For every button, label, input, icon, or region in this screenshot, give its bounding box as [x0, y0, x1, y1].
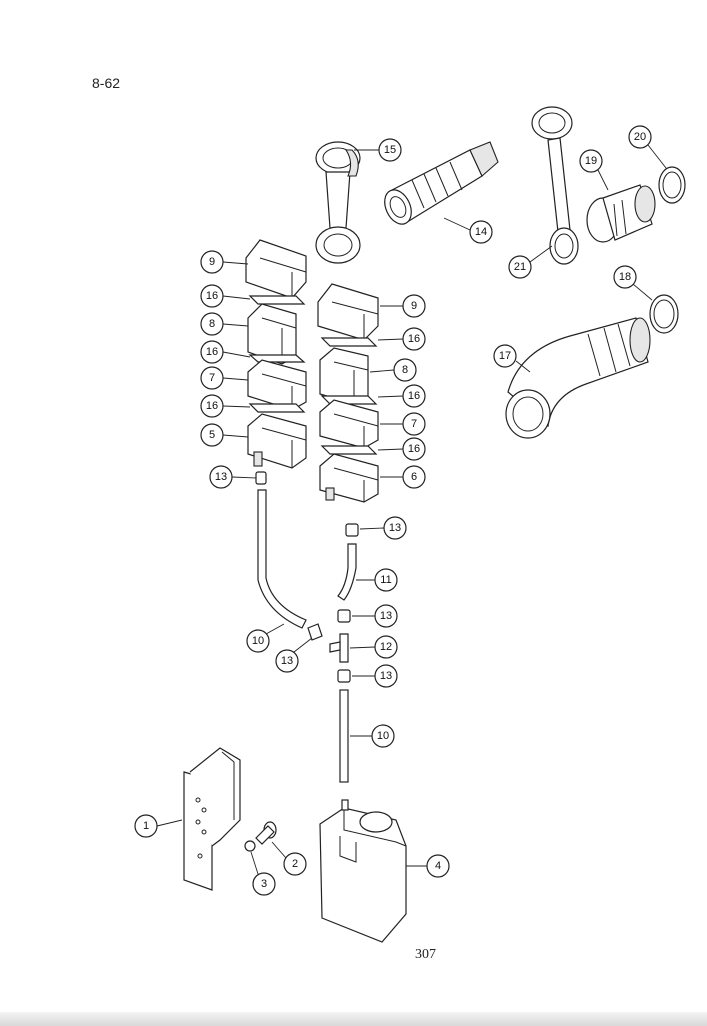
callout-16-e: 16 — [377, 384, 426, 408]
callout-16-f: 16 — [377, 437, 426, 461]
callout-1: 1 — [134, 814, 183, 838]
right-valve-stack — [317, 283, 379, 503]
svg-text:9: 9 — [411, 300, 417, 312]
part-hose-fitting-17 — [505, 317, 651, 439]
part-dust-cap-15 — [315, 141, 361, 264]
svg-text:1: 1 — [143, 820, 149, 832]
part-tube-10-left — [255, 471, 323, 641]
callout-4: 4 — [406, 854, 450, 878]
callout-8-right: 8 — [369, 358, 417, 382]
svg-text:5: 5 — [209, 429, 215, 441]
svg-text:16: 16 — [408, 390, 420, 402]
part-tank-4 — [319, 799, 407, 943]
svg-text:16: 16 — [408, 443, 420, 455]
svg-text:17: 17 — [499, 350, 511, 362]
callout-16-b: 16 — [200, 340, 251, 364]
svg-text:16: 16 — [206, 400, 218, 412]
callout-19: 19 — [579, 149, 609, 191]
callout-13-b: 13 — [359, 516, 407, 540]
svg-text:3: 3 — [261, 878, 267, 890]
callout-16-a: 16 — [200, 284, 251, 308]
svg-text:14: 14 — [475, 226, 487, 238]
callout-7-left: 7 — [200, 366, 249, 390]
callout-9-left: 9 — [200, 250, 249, 274]
callout-10-right: 10 — [350, 724, 395, 748]
part-bolt-2 — [255, 821, 277, 845]
callout-14: 14 — [443, 217, 493, 244]
svg-text:16: 16 — [206, 290, 218, 302]
svg-text:13: 13 — [380, 670, 392, 682]
svg-text:16: 16 — [408, 333, 420, 345]
svg-text:13: 13 — [215, 471, 227, 483]
callout-12: 12 — [349, 635, 398, 659]
part-coupler-14 — [384, 141, 499, 225]
svg-text:10: 10 — [252, 635, 264, 647]
callout-3: 3 — [250, 851, 276, 896]
svg-text:2: 2 — [292, 858, 298, 870]
left-valve-stack — [245, 239, 307, 469]
page-number: 307 — [415, 947, 436, 962]
svg-text:7: 7 — [209, 372, 215, 384]
callout-21: 21 — [508, 245, 553, 279]
svg-text:15: 15 — [384, 144, 396, 156]
svg-text:21: 21 — [514, 261, 526, 273]
callout-13-a: 13 — [209, 465, 257, 489]
part-cap-strap-21 — [531, 106, 579, 265]
callout-7-right: 7 — [380, 412, 426, 436]
svg-text:9: 9 — [209, 256, 215, 268]
callout-5: 5 — [200, 423, 249, 447]
callout-9-right: 9 — [380, 294, 426, 318]
callout-20: 20 — [628, 125, 667, 169]
section-number: 8-62 — [92, 75, 121, 91]
svg-text:13: 13 — [281, 655, 293, 667]
svg-text:19: 19 — [585, 155, 597, 167]
callout-13-c: 13 — [352, 604, 398, 628]
svg-text:13: 13 — [380, 610, 392, 622]
callout-10-left: 10 — [246, 623, 285, 653]
callout-17: 17 — [493, 344, 531, 373]
callout-8-left: 8 — [200, 312, 249, 336]
callout-13-e: 13 — [275, 637, 313, 673]
svg-text:7: 7 — [411, 418, 417, 430]
svg-text:20: 20 — [634, 131, 646, 143]
part-bracket-1 — [183, 747, 241, 891]
callout-15: 15 — [354, 138, 402, 162]
callout-2: 2 — [271, 841, 307, 876]
svg-text:16: 16 — [206, 346, 218, 358]
callout-18: 18 — [613, 265, 653, 301]
svg-text:18: 18 — [619, 271, 631, 283]
svg-text:8: 8 — [209, 318, 215, 330]
callout-16-c: 16 — [200, 394, 251, 418]
callout-6: 6 — [380, 465, 426, 489]
svg-text:10: 10 — [377, 730, 389, 742]
part-washer-3 — [244, 840, 256, 852]
svg-text:11: 11 — [380, 574, 391, 586]
svg-text:4: 4 — [435, 860, 441, 872]
page-bottom-edge — [0, 1012, 707, 1026]
svg-text:13: 13 — [389, 522, 401, 534]
svg-text:8: 8 — [402, 364, 408, 376]
callout-13-d: 13 — [352, 664, 398, 688]
part-adapter-19 — [586, 184, 656, 243]
svg-text:12: 12 — [380, 641, 392, 653]
callout-16-d: 16 — [377, 327, 426, 351]
callout-11: 11 — [356, 568, 398, 592]
right-tubing — [329, 523, 359, 783]
svg-text:6: 6 — [411, 471, 417, 483]
